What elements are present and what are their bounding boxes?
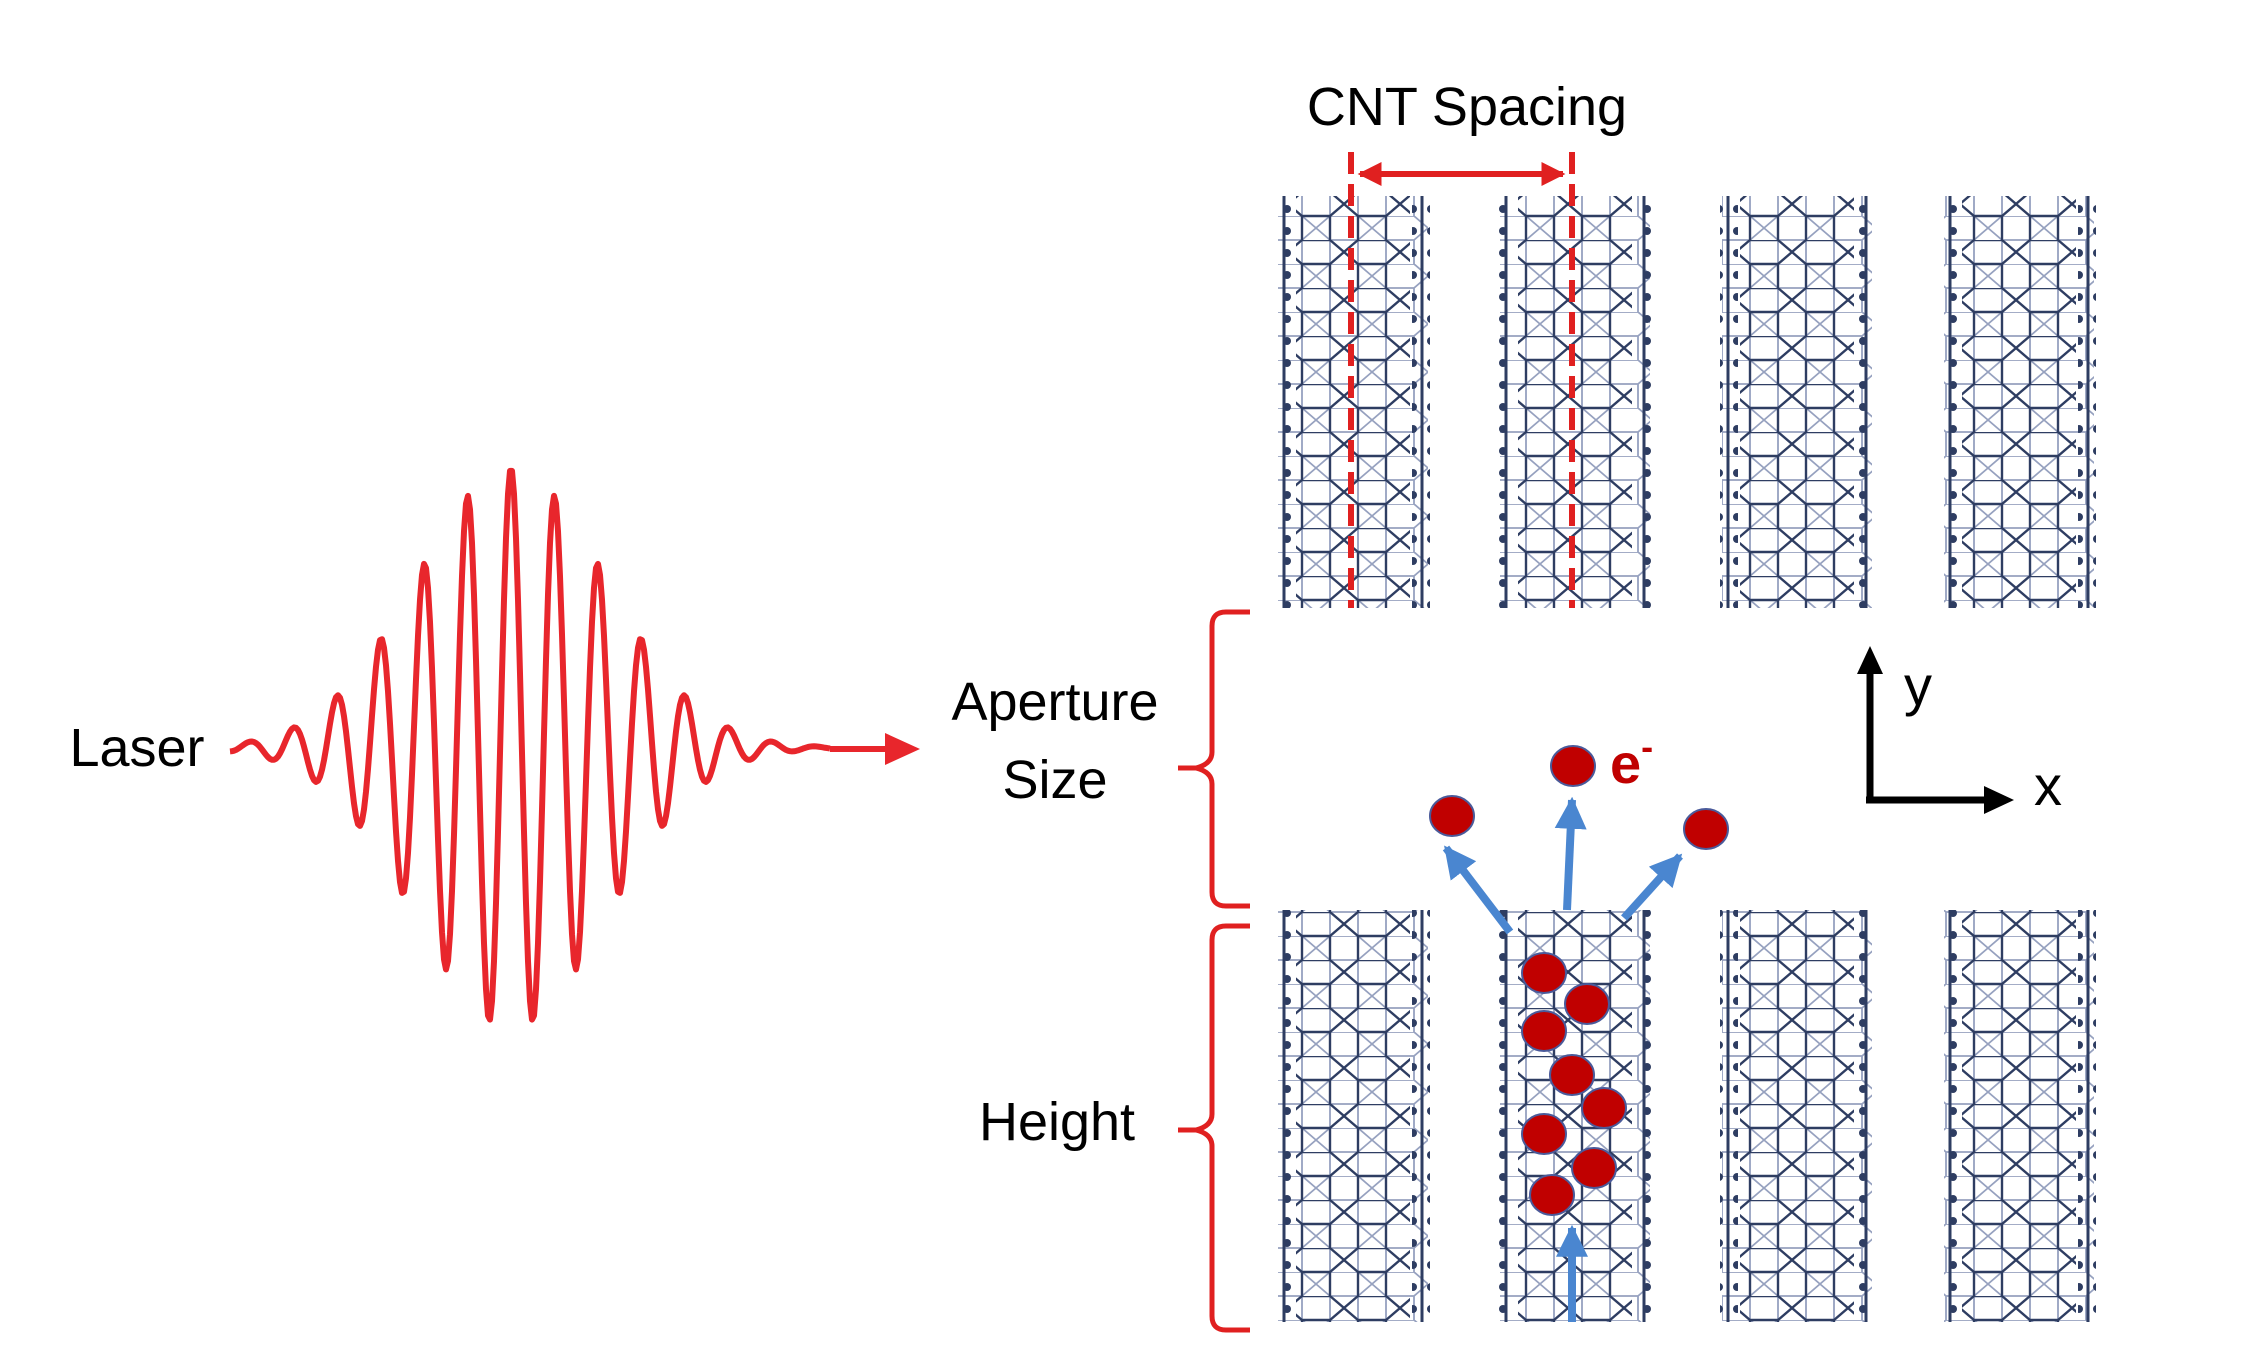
nanotube-r2-c3 [1720, 910, 1874, 1322]
aperture-size-bracket: Aperture Size [951, 609, 1250, 909]
nanotube-r2-c1 [1276, 910, 1430, 1322]
electron-in-tube-2 [1564, 983, 1610, 1025]
electron-in-tube-7 [1571, 1147, 1617, 1189]
emission-arrow-left [1442, 845, 1514, 935]
electrons [1429, 745, 1729, 1216]
electron-in-tube-8 [1529, 1174, 1575, 1216]
emission-arrow-up [1554, 796, 1587, 911]
y-axis-label: y [1904, 654, 1932, 717]
nanotube-r2-c4 [1942, 910, 2096, 1322]
coordinate-axes: y x [1857, 646, 2062, 817]
emitted-electron-2 [1550, 745, 1596, 787]
height-label: Height [979, 1092, 1135, 1152]
laser-label: Laser [69, 718, 204, 778]
laser-arrowhead [885, 733, 920, 765]
nanotube-r1-c4 [1942, 196, 2096, 608]
cnt-spacing-annotation: CNT Spacing [1307, 77, 1627, 608]
nanotube-r1-c3 [1720, 196, 1874, 608]
cnt-spacing-label: CNT Spacing [1307, 77, 1627, 137]
electron-in-tube-1 [1521, 952, 1567, 994]
emitted-electron-3 [1683, 808, 1729, 850]
electron-label: e- [1610, 726, 1653, 795]
laser-pulse-wave [229, 467, 831, 1023]
electron-in-tube-3 [1521, 1010, 1567, 1052]
emitted-electron-1 [1429, 795, 1475, 837]
x-axis-label: x [2034, 754, 2062, 817]
emission-arrows [1442, 796, 1683, 1322]
height-bracket: Height [979, 923, 1250, 1333]
electron-in-tube-6 [1521, 1113, 1567, 1155]
emission-arrow-right [1621, 853, 1683, 921]
aperture-label-line1: Aperture [951, 672, 1158, 732]
electron-in-tube-4 [1549, 1054, 1595, 1096]
nanotube-array [1276, 196, 2096, 1322]
electron-in-tube-5 [1581, 1087, 1627, 1129]
aperture-label-line2: Size [1002, 750, 1107, 810]
